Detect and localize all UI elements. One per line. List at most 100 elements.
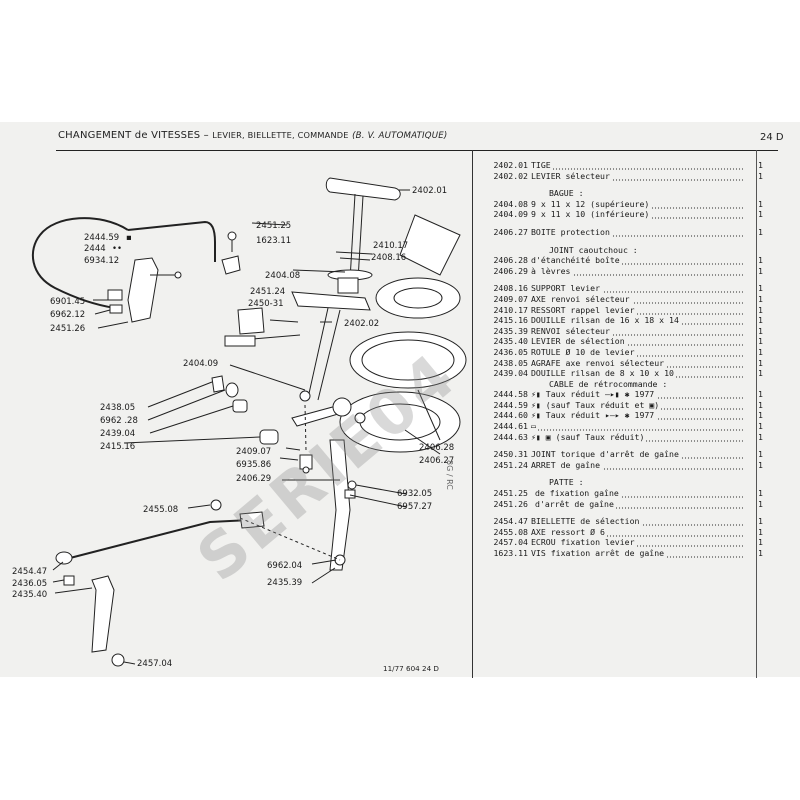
part-ref: 2404.08 [493, 198, 528, 209]
part-desc: ROTULE Ø 10 de levier [531, 346, 637, 357]
part-desc: VIS fixation arrêt de gaîne [531, 548, 667, 558]
part-qty: 1 [758, 346, 763, 357]
part-desc: ⚡▮ ▣ (sauf Taux réduit) [531, 431, 647, 442]
part-desc: SUPPORT levier [531, 283, 603, 294]
part-qty: 1 [758, 537, 763, 548]
part-desc: JOINT torique d'arrêt de gaîne [531, 449, 681, 460]
callout-label: 6901.45 [50, 297, 85, 307]
part-qty: 1 [758, 459, 763, 470]
part-ref: 2444.61 [493, 421, 528, 432]
part-desc: AXE ressort Ø 6 [531, 526, 607, 537]
part-ref: 2415.16 [493, 315, 528, 326]
callout-label: 6935.86 [236, 460, 271, 470]
callout-label: 2451.26 [50, 324, 85, 334]
part-desc: de fixation gaîne [531, 488, 621, 499]
part-qty: 1 [758, 368, 763, 379]
part-ref: 1623.11 [493, 548, 528, 558]
part-ref: 2451.26 [493, 498, 528, 509]
part-ref: 2406.29 [493, 265, 528, 276]
callout-label: 2435.39 [267, 578, 302, 588]
part-ref: 2444.58 [493, 389, 528, 400]
callout-label: 2451.24 [250, 287, 285, 297]
callout-label: 2404.08 [265, 271, 300, 281]
link-rod-joint [239, 511, 265, 529]
callout-label: 2402.02 [344, 319, 379, 329]
callout-label: 2408.16 [371, 253, 406, 263]
part-ref: 2444.63 [493, 431, 528, 442]
part-ref: 2438.05 [493, 357, 528, 368]
control-cable [32, 217, 129, 309]
part-desc: DOUILLE rilsan de 16 x 18 x 14 [531, 315, 681, 326]
callout-label: 2404.09 [183, 359, 218, 369]
callout-label: 2438.05 [100, 403, 135, 413]
callout-label: 6934.12 [84, 256, 119, 266]
title-rule [56, 150, 778, 151]
part-ref: 2406.28 [493, 255, 528, 266]
page-title: CHANGEMENT de VITESSES – LEVIER, BIELLET… [58, 130, 448, 141]
part-qty: 1 [758, 421, 763, 432]
spacer [475, 238, 765, 245]
spacer [475, 470, 765, 477]
callout-label: 2406.29 [236, 474, 271, 484]
group-heading: JOINT caoutchouc : [475, 244, 765, 256]
part-qty: 1 [758, 304, 763, 315]
part-qty: 1 [758, 431, 763, 442]
part-desc: d'arrêt de gaîne [531, 498, 616, 509]
spacer [475, 442, 765, 449]
handwritten-note: 8G / RC [445, 460, 454, 490]
spacer [475, 276, 765, 283]
part-ref: 2404.09 [493, 209, 528, 220]
part-desc: RENVOI sélecteur [531, 325, 612, 336]
part-desc: TIGE [531, 160, 553, 170]
part-qty: 1 [758, 399, 763, 410]
callout-label: 2455.08 [143, 505, 178, 515]
selector-lever [291, 291, 371, 311]
part-desc: BOITE protection [531, 226, 612, 237]
part-qty: 1 [758, 226, 763, 237]
part-desc: d'étanchéité boîte [531, 255, 622, 266]
part-qty: 1 [758, 293, 763, 304]
group-heading-label: JOINT caoutchouc : [531, 244, 640, 255]
part-ref: 2410.17 [493, 304, 528, 315]
part-ref: 2435.40 [493, 336, 528, 347]
part-desc: ARRET de gaîne [531, 459, 603, 470]
part-ref: 2444.59 [493, 399, 528, 410]
part-ref: 2402.02 [493, 170, 528, 181]
part-qty: 1 [758, 488, 763, 499]
part-qty: 1 [758, 357, 763, 368]
callout-label: 2450-31 [248, 299, 284, 309]
part-desc: LEVIER sélecteur [531, 170, 612, 181]
part-qty: 1 [758, 389, 763, 400]
part-qty: 1 [758, 516, 763, 527]
part-desc: à lèvres [531, 265, 573, 276]
callout-marker: ▪ [126, 233, 132, 243]
selection-lever [91, 575, 115, 653]
part-desc: 9 x 11 x 12 (supérieure) [531, 198, 652, 209]
part-desc: AXE renvoi sélecteur [531, 293, 632, 304]
callout-label: 2444 [84, 244, 106, 254]
part-ref: 2454.47 [493, 516, 528, 527]
group-heading-label: CABLE de rétrocommande : [531, 378, 670, 389]
callout-label: 2435.40 [12, 590, 47, 600]
callout-label: 2454.47 [12, 567, 47, 577]
spacer [475, 509, 765, 516]
selector-relay-arm [329, 439, 351, 571]
callout-label: 2406.28 [419, 443, 454, 453]
part-desc: 9 x 11 x 10 (inférieure) [531, 209, 652, 220]
callout-label: 2409.07 [236, 447, 271, 457]
part-ref: 2457.04 [493, 537, 528, 548]
part-ref: 2451.25 [493, 488, 528, 499]
print-reference: 11/77 604 24 D [383, 664, 439, 673]
